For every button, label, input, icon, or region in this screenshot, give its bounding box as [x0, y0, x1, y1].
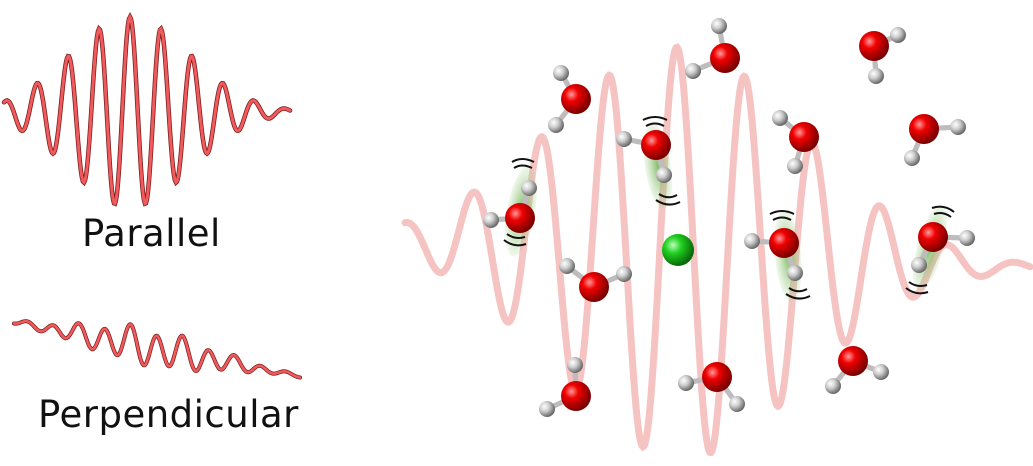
oxygen-atom — [561, 84, 591, 114]
oxygen-atom — [505, 203, 535, 233]
hydrogen-atom — [616, 131, 632, 147]
hydrogen-atom — [559, 258, 575, 274]
oxygen-atom — [641, 130, 671, 160]
hydrogen-atom — [787, 265, 803, 281]
oxygen-atom — [579, 272, 609, 302]
water-molecule-icon — [616, 130, 672, 183]
hydrogen-atom — [868, 68, 884, 84]
hydrogen-atom — [873, 364, 889, 380]
water-molecule-icon — [904, 114, 966, 166]
oxygen-atom — [710, 43, 740, 73]
oxygen-atom — [859, 31, 889, 61]
vibration-arcs-icon — [503, 116, 955, 300]
oxygen-atom — [789, 122, 819, 152]
hydrogen-atom — [729, 396, 745, 412]
hydrogen-atom — [825, 378, 841, 394]
hydrogen-atom — [959, 230, 975, 246]
hydrogen-atom — [483, 212, 499, 228]
hydrogen-atom — [911, 257, 927, 273]
water-molecule-icon — [539, 357, 591, 417]
water-molecule-icon — [859, 27, 906, 84]
perpendicular-label: Perpendicular — [38, 393, 299, 436]
hydrogen-atom — [904, 150, 920, 166]
hydrogen-atom — [678, 375, 694, 391]
hydrogen-atom — [711, 18, 727, 34]
hydrogen-atom — [772, 110, 788, 126]
water-molecule-icon — [772, 110, 819, 174]
oxygen-atom — [561, 381, 591, 411]
water-molecule-icon — [685, 18, 740, 79]
parallel-label: Parallel — [82, 212, 221, 255]
perpendicular-wave — [12, 319, 302, 380]
hydrogen-atom — [950, 119, 966, 135]
water-molecules — [483, 18, 975, 417]
oxygen-atom — [838, 346, 868, 376]
hydrogen-atom — [616, 266, 632, 282]
oxygen-atom — [918, 222, 948, 252]
oxygen-atom — [909, 114, 939, 144]
water-molecule-icon — [678, 362, 745, 412]
hydrogen-atom — [890, 27, 906, 43]
water-molecule-icon — [911, 222, 975, 273]
parallel-wave — [1, 11, 293, 207]
hydrogen-atom — [656, 167, 672, 183]
hydrogen-atom — [553, 65, 569, 81]
oxygen-atom — [702, 362, 732, 392]
hydrogen-atom — [744, 233, 760, 249]
hydrogen-atom — [567, 357, 583, 373]
water-molecule-icon — [559, 258, 632, 302]
hydrogen-atom — [539, 401, 555, 417]
water-molecule-icon — [825, 346, 889, 394]
hydrogen-atom — [787, 158, 803, 174]
hydrogen-atom — [548, 117, 564, 133]
oxygen-atom — [769, 228, 799, 258]
ion-sphere-icon — [662, 234, 694, 266]
water-molecule-icon — [483, 180, 537, 233]
water-molecule-icon — [548, 65, 591, 133]
hydrogen-atom — [685, 63, 701, 79]
hydrogen-atom — [521, 180, 537, 196]
water-molecule-icon — [744, 228, 803, 281]
